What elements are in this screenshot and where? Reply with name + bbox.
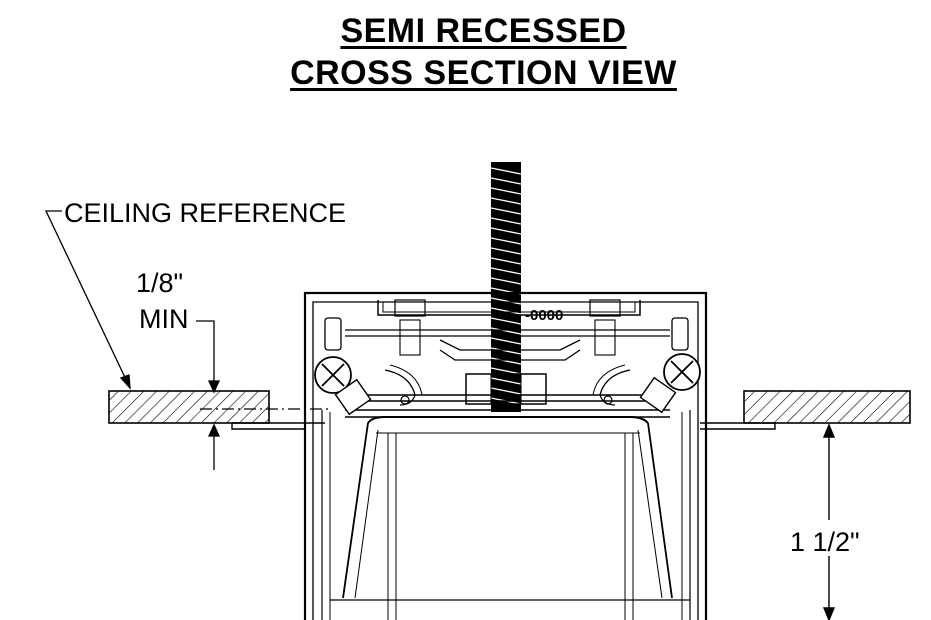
threaded-rod [490, 162, 522, 412]
gap-qualifier-label: MIN [139, 304, 189, 334]
reflector [330, 416, 690, 620]
title-line-2: CROSS SECTION VIEW [290, 54, 677, 92]
ceiling-reference-leader [44, 210, 131, 390]
fixture-housing [303, 291, 708, 620]
adjustment-screw-right [639, 353, 701, 414]
part-marking: -0000 [525, 307, 563, 324]
depth-label: 1 1/2" [790, 527, 860, 557]
gap-value-label: 1/8" [136, 268, 184, 298]
ceiling-left [108, 390, 270, 424]
ceiling-reference-label: CEILING REFERENCE [64, 198, 347, 228]
title-line-1: SEMI RECESSED [340, 12, 627, 50]
ceiling-right [743, 390, 911, 424]
depth-dimension [822, 423, 836, 620]
adjustment-screw-left [314, 356, 372, 416]
gap-dimension [196, 320, 330, 470]
